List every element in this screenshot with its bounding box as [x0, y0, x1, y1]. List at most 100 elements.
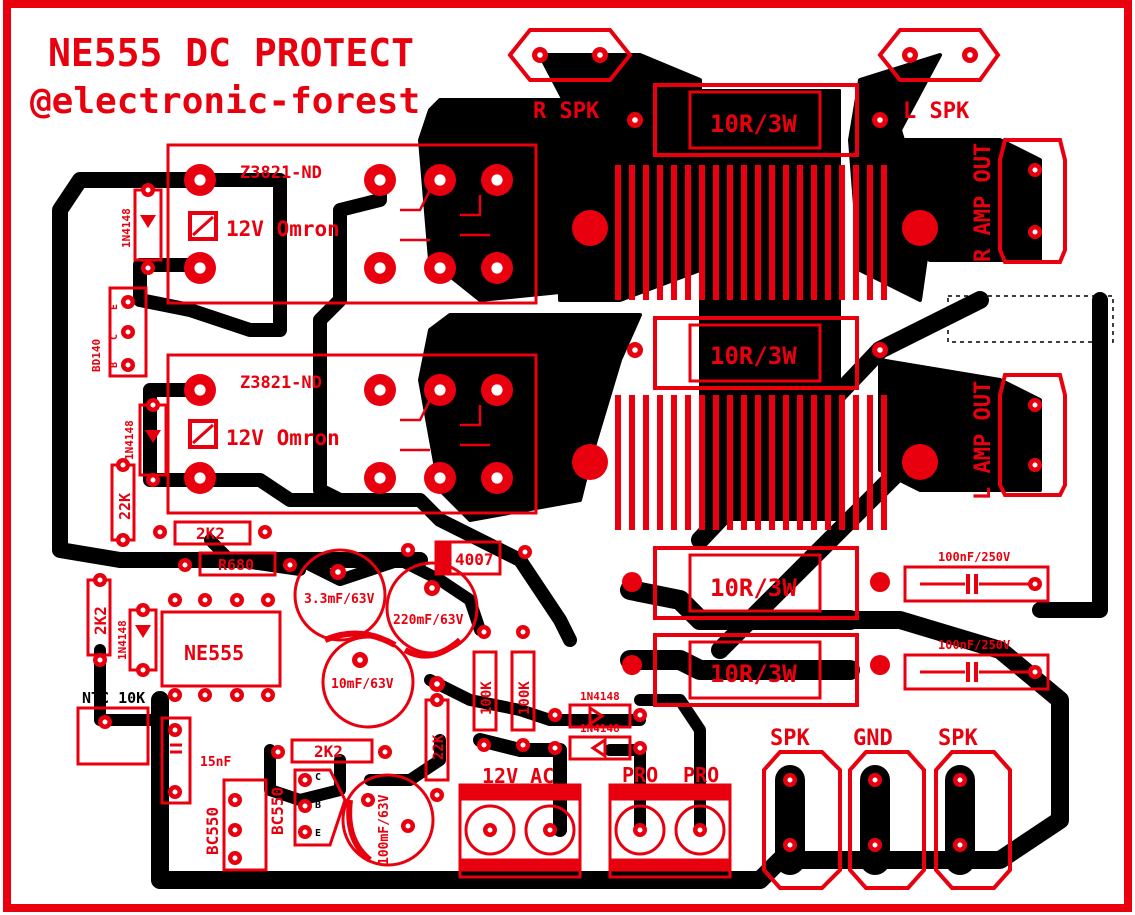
resistor-2k2-left: 2K2 [86, 578, 112, 657]
pad-hole [262, 529, 268, 535]
cap-15nf-label: 15nF [200, 755, 231, 770]
pad-hole [97, 657, 103, 663]
pad-hole [520, 629, 526, 635]
pad-hole [194, 262, 206, 274]
heatsink-pattern-top [615, 165, 887, 300]
trace-ic-mid [424, 674, 646, 726]
r-spk-connector: R SPK [507, 28, 633, 124]
diode-left: 1N4148 [116, 608, 158, 672]
r-amp-out-connector: R AMP OUT [971, 138, 1067, 264]
l-amp-out-connector: L AMP OUT [971, 373, 1067, 500]
cap-220mf-label: 220mF/63V [393, 613, 464, 628]
cap-10mf-label: 10mF/63V [331, 677, 394, 692]
pad-hole [434, 472, 446, 484]
trace-pro [634, 694, 706, 836]
pad-hole [434, 174, 446, 186]
pad-hole [97, 577, 103, 583]
pad-hole [1032, 167, 1038, 173]
bd140-pin-c: C [109, 334, 120, 340]
heatsink-pattern-bottom [615, 395, 887, 530]
out-spk-1-label: SPK [770, 726, 810, 751]
pad [572, 444, 608, 480]
diode-pro-1: 1N4148 [568, 690, 632, 729]
ntc-label: NTC 10K [82, 689, 145, 707]
pad-hole [872, 842, 878, 848]
pad-hole [877, 117, 883, 123]
pad-hole [434, 262, 446, 274]
pad-hole [182, 562, 188, 568]
bc550-q2-pin-b: B [315, 800, 321, 811]
pad-hole [787, 777, 793, 783]
r-spk-label: R SPK [533, 99, 600, 124]
cap-10mf: 10mF/63V [321, 630, 415, 729]
pad-hole [374, 384, 386, 396]
bd140-label: BD140 [90, 339, 103, 372]
resistor-2k2-bottom-label: 2K2 [314, 742, 343, 761]
relay-1-type: 12V Omron [226, 217, 340, 241]
pad-hole [302, 803, 308, 809]
resistor-100k-b-label: 100K [517, 681, 533, 715]
out-spk-2: SPK [934, 726, 1012, 890]
pad-hole [487, 827, 493, 833]
pad-hole [234, 692, 240, 698]
pad-hole [1032, 669, 1038, 675]
pad-hole [434, 384, 446, 396]
trace-ntc [94, 644, 166, 726]
bc550-q2-pin-c: C [315, 772, 321, 783]
relay-2-type: 12V Omron [226, 426, 340, 450]
power-resistor-1-label: 10R/3W [710, 110, 797, 138]
resistor-680: R680 [198, 551, 277, 577]
pad-hole [520, 742, 526, 748]
pad [870, 572, 890, 592]
diode-top: 1N4148 [120, 188, 163, 262]
pad-hole [275, 749, 281, 755]
pad-hole [287, 562, 293, 568]
ne555-ic: NE555 [160, 610, 282, 688]
pad-hole [787, 842, 793, 848]
power-resistor-4-label: 10R/3W [710, 660, 797, 688]
trace-right-vert [1032, 292, 1108, 618]
pad-hole [967, 52, 973, 58]
pad-hole [374, 262, 386, 274]
pad-hole [140, 607, 146, 613]
diode-pro-2-label: 1N4148 [580, 722, 620, 735]
trace-left-bus [133, 173, 287, 337]
pad-hole [481, 629, 487, 635]
pad-hole [232, 827, 238, 833]
film-cap-1-label: 100nF/250V [938, 550, 1010, 564]
l-spk-connector: L SPK [877, 28, 1001, 124]
pad-hole [374, 174, 386, 186]
pad [902, 444, 938, 480]
pad-hole [491, 262, 503, 274]
pad-hole [194, 384, 206, 396]
cap-3-3mf: 3.3mF/63V [293, 548, 387, 642]
pad-hole [434, 697, 440, 703]
pads [93, 47, 1042, 865]
ac-terminal-label: 12V AC [482, 764, 554, 788]
pad-hole [537, 52, 543, 58]
trace-relay2 [143, 383, 577, 647]
pad-hole [481, 742, 487, 748]
pad-hole [265, 597, 271, 603]
power-resistor-1: 10R/3W [653, 83, 859, 157]
diode-mid-label: 1N4148 [123, 420, 136, 460]
pad [622, 572, 642, 592]
pro-terminal: PRO PRO [608, 763, 732, 879]
pad-hole [552, 745, 558, 751]
pad-hole [637, 745, 643, 751]
pad-hole [145, 265, 151, 271]
diode-pro-2: 1N4148 [568, 722, 632, 761]
relay-2-part: Z3821-ND [240, 373, 322, 393]
out-spk-2-label: SPK [938, 726, 978, 751]
pad-hole [429, 585, 435, 591]
trace-relay-top-c [313, 173, 387, 507]
pad-hole [172, 789, 178, 795]
bc550-q1: BC550 [203, 778, 268, 872]
ne555-label: NE555 [184, 641, 244, 665]
trace-q-area [264, 744, 346, 806]
pad-hole [1032, 229, 1038, 235]
pad-hole [150, 402, 156, 408]
pad-hole [265, 692, 271, 698]
pad-hole [125, 299, 131, 305]
pad [572, 210, 608, 246]
